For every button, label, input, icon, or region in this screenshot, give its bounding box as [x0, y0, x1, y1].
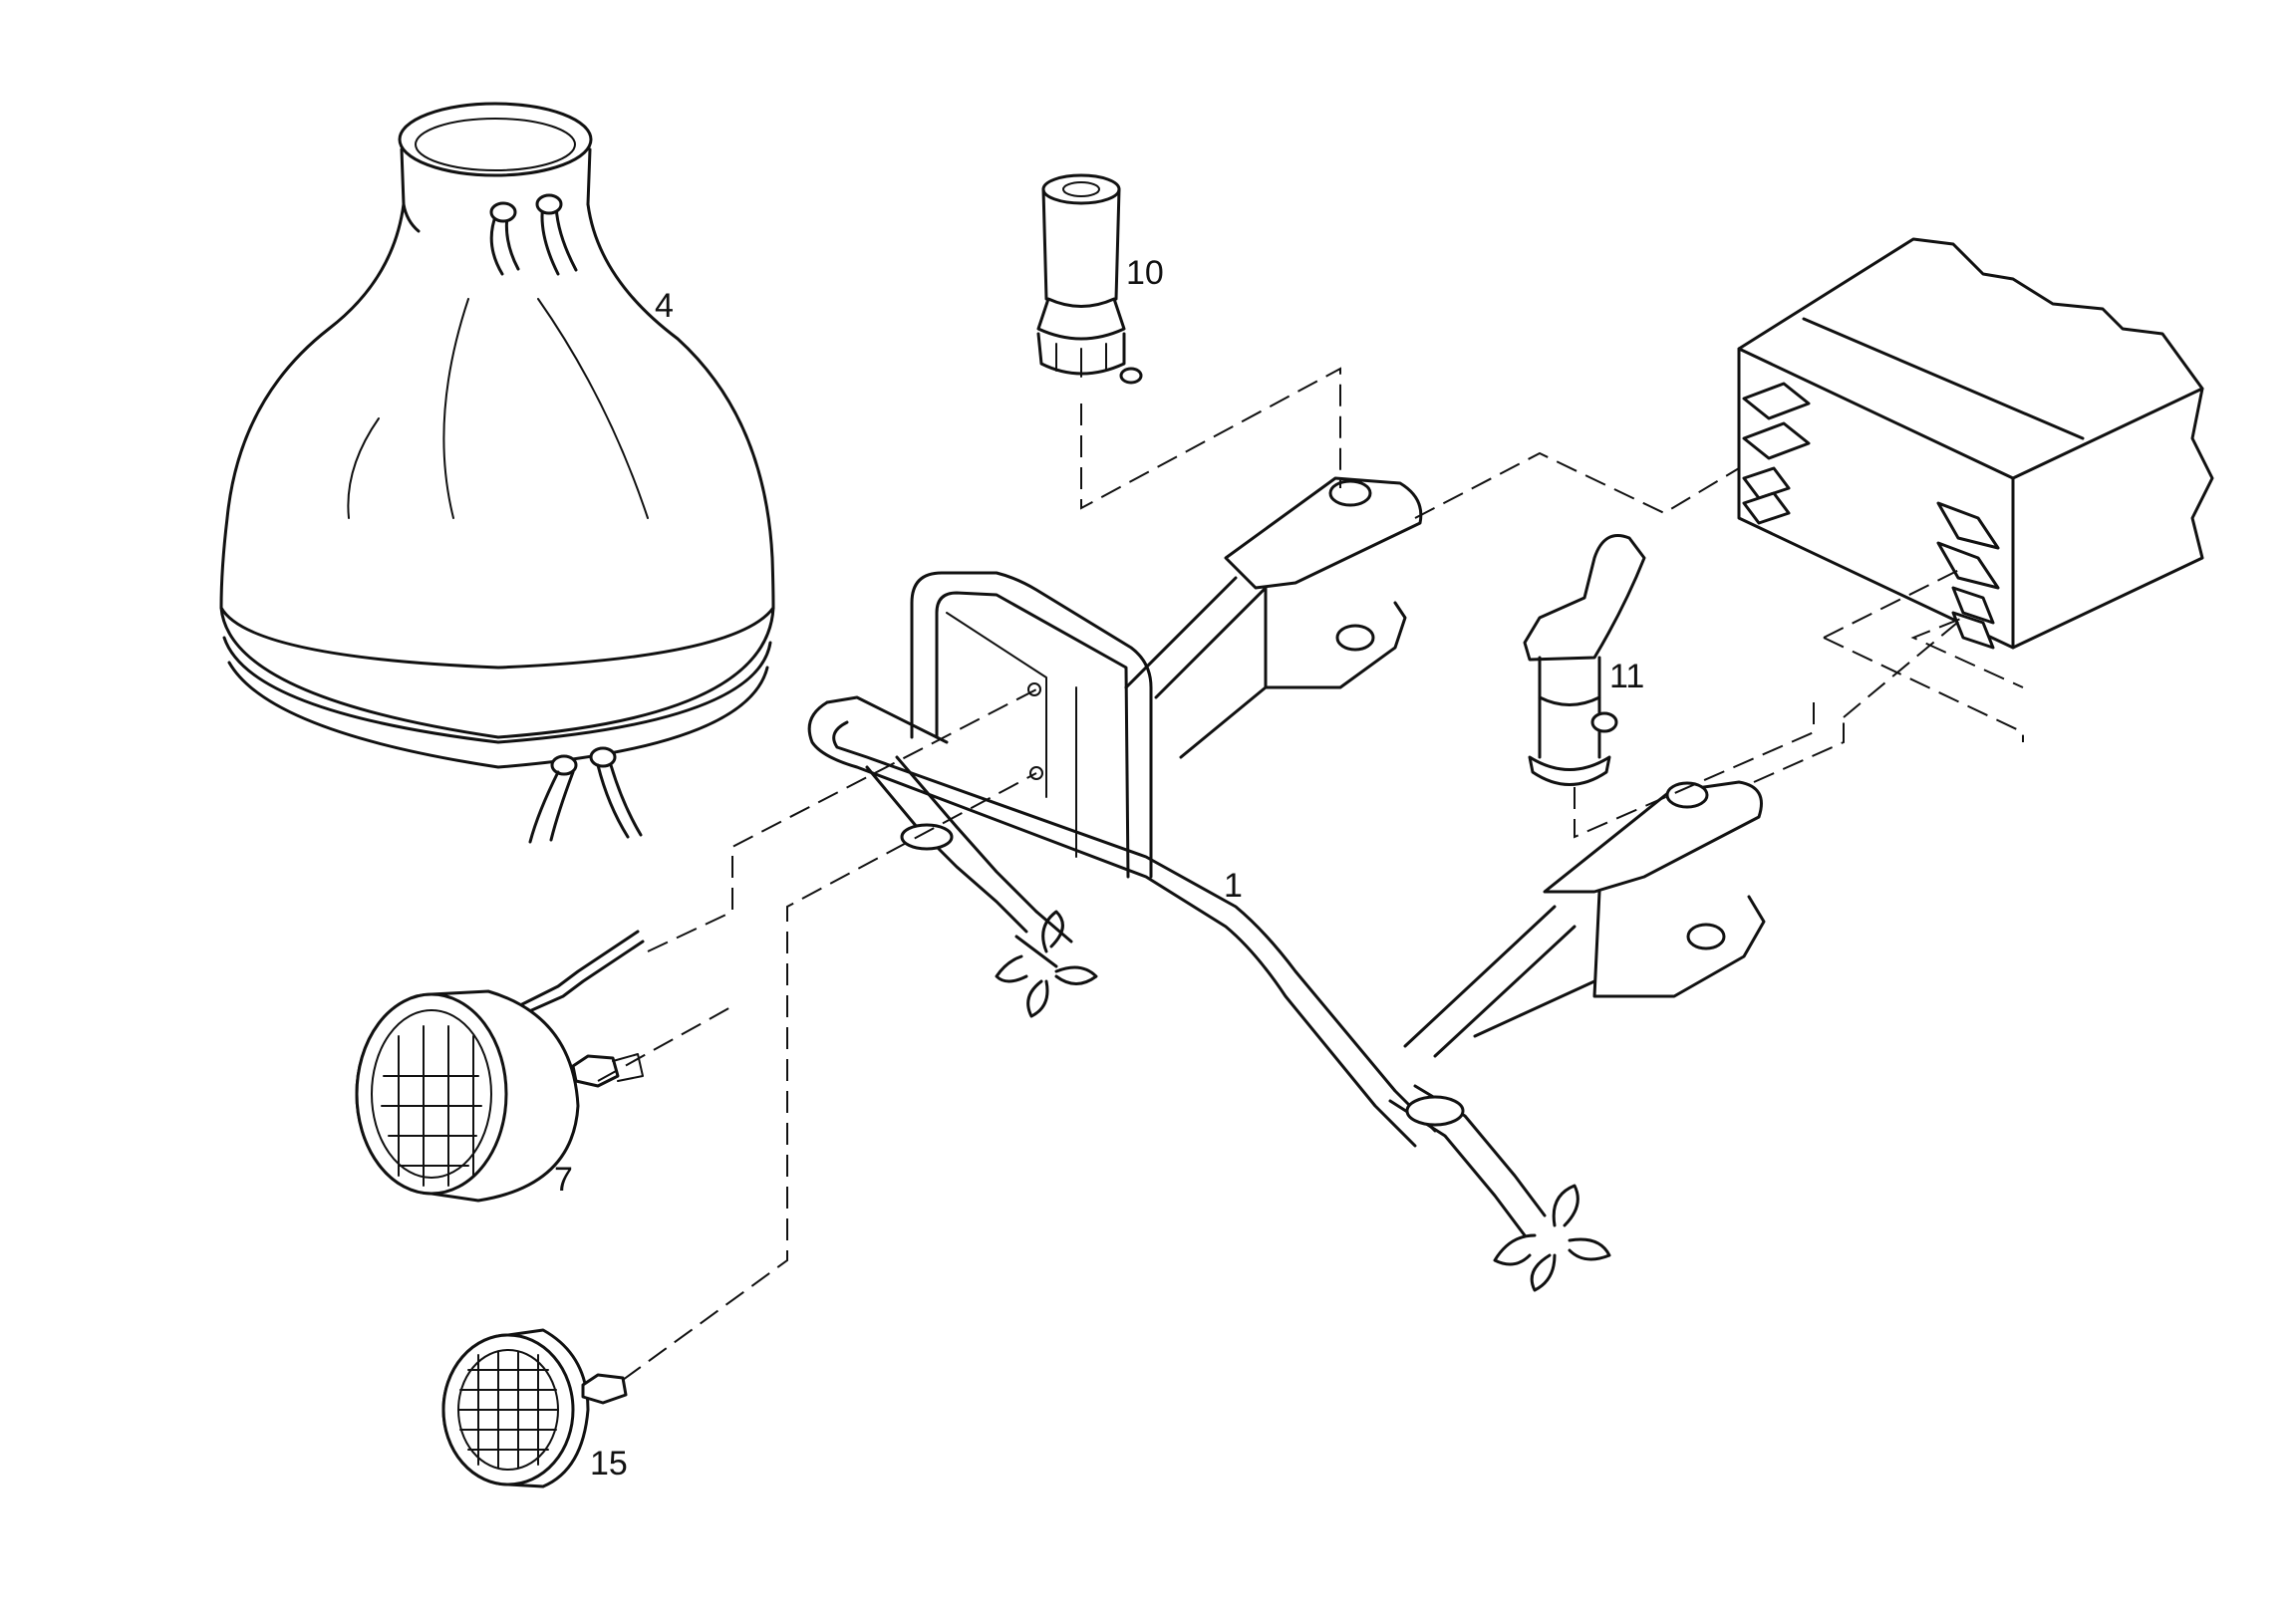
callout-11: 11: [1609, 658, 1644, 695]
callout-15: 15: [590, 1445, 628, 1483]
callout-10: 10: [1126, 254, 1164, 292]
rear-lamp-part-15: 15: [441, 1328, 628, 1488]
callout-4: 4: [655, 287, 674, 325]
tractor-connection-box: [1737, 237, 2214, 650]
support-frame-part-1: 1: [807, 476, 1766, 1292]
callout-1: 1: [1224, 867, 1243, 905]
work-lamp-part-7: 7: [355, 930, 645, 1203]
plug-part-11: 11: [1523, 534, 1646, 786]
socket-part-10: 10: [1036, 173, 1164, 385]
bell-cover-part-4: 4: [219, 102, 775, 844]
assembly-leader-lines: [597, 367, 2024, 1381]
callout-7: 7: [554, 1161, 573, 1199]
